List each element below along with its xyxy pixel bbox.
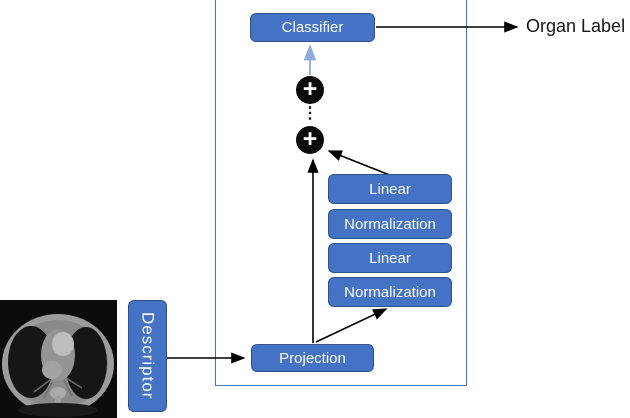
plus-icon: + bbox=[302, 124, 318, 153]
classifier-label: Classifier bbox=[281, 19, 344, 36]
ct-heart bbox=[42, 361, 62, 379]
linear-label: Linear bbox=[369, 180, 411, 198]
normalization-label: Normalization bbox=[344, 215, 436, 233]
linear-label: Linear bbox=[369, 249, 411, 267]
projection-node: Projection bbox=[251, 344, 374, 372]
normalization-node-top: Normalization bbox=[328, 209, 452, 239]
output-organ-label: Organ Label bbox=[526, 16, 626, 36]
descriptor-label: Descriptor bbox=[138, 312, 158, 400]
ct-table-shadow bbox=[18, 403, 98, 417]
ct-bright-vessels bbox=[52, 332, 74, 356]
sum-operator-top: + bbox=[296, 76, 324, 104]
ct-right-lung bbox=[65, 327, 107, 399]
chest-ct-image bbox=[0, 300, 117, 418]
ct-spine bbox=[50, 387, 66, 399]
vertical-ellipsis: ⋮ bbox=[302, 105, 318, 122]
ct-spinous-process bbox=[55, 396, 61, 404]
model-container-box bbox=[215, 0, 467, 386]
normalization-label: Normalization bbox=[344, 283, 436, 301]
ct-left-lung bbox=[8, 326, 54, 398]
descriptor-node: Descriptor bbox=[128, 300, 167, 412]
linear-node-bottom: Linear bbox=[328, 243, 452, 273]
plus-icon: + bbox=[302, 74, 318, 103]
projection-label: Projection bbox=[279, 349, 346, 367]
sum-operator-bottom: + bbox=[296, 126, 324, 154]
linear-node-top: Linear bbox=[328, 174, 452, 204]
ct-lung-vessels bbox=[33, 377, 83, 399]
classifier-node: Classifier bbox=[250, 13, 375, 42]
normalization-node-bottom: Normalization bbox=[328, 277, 452, 307]
